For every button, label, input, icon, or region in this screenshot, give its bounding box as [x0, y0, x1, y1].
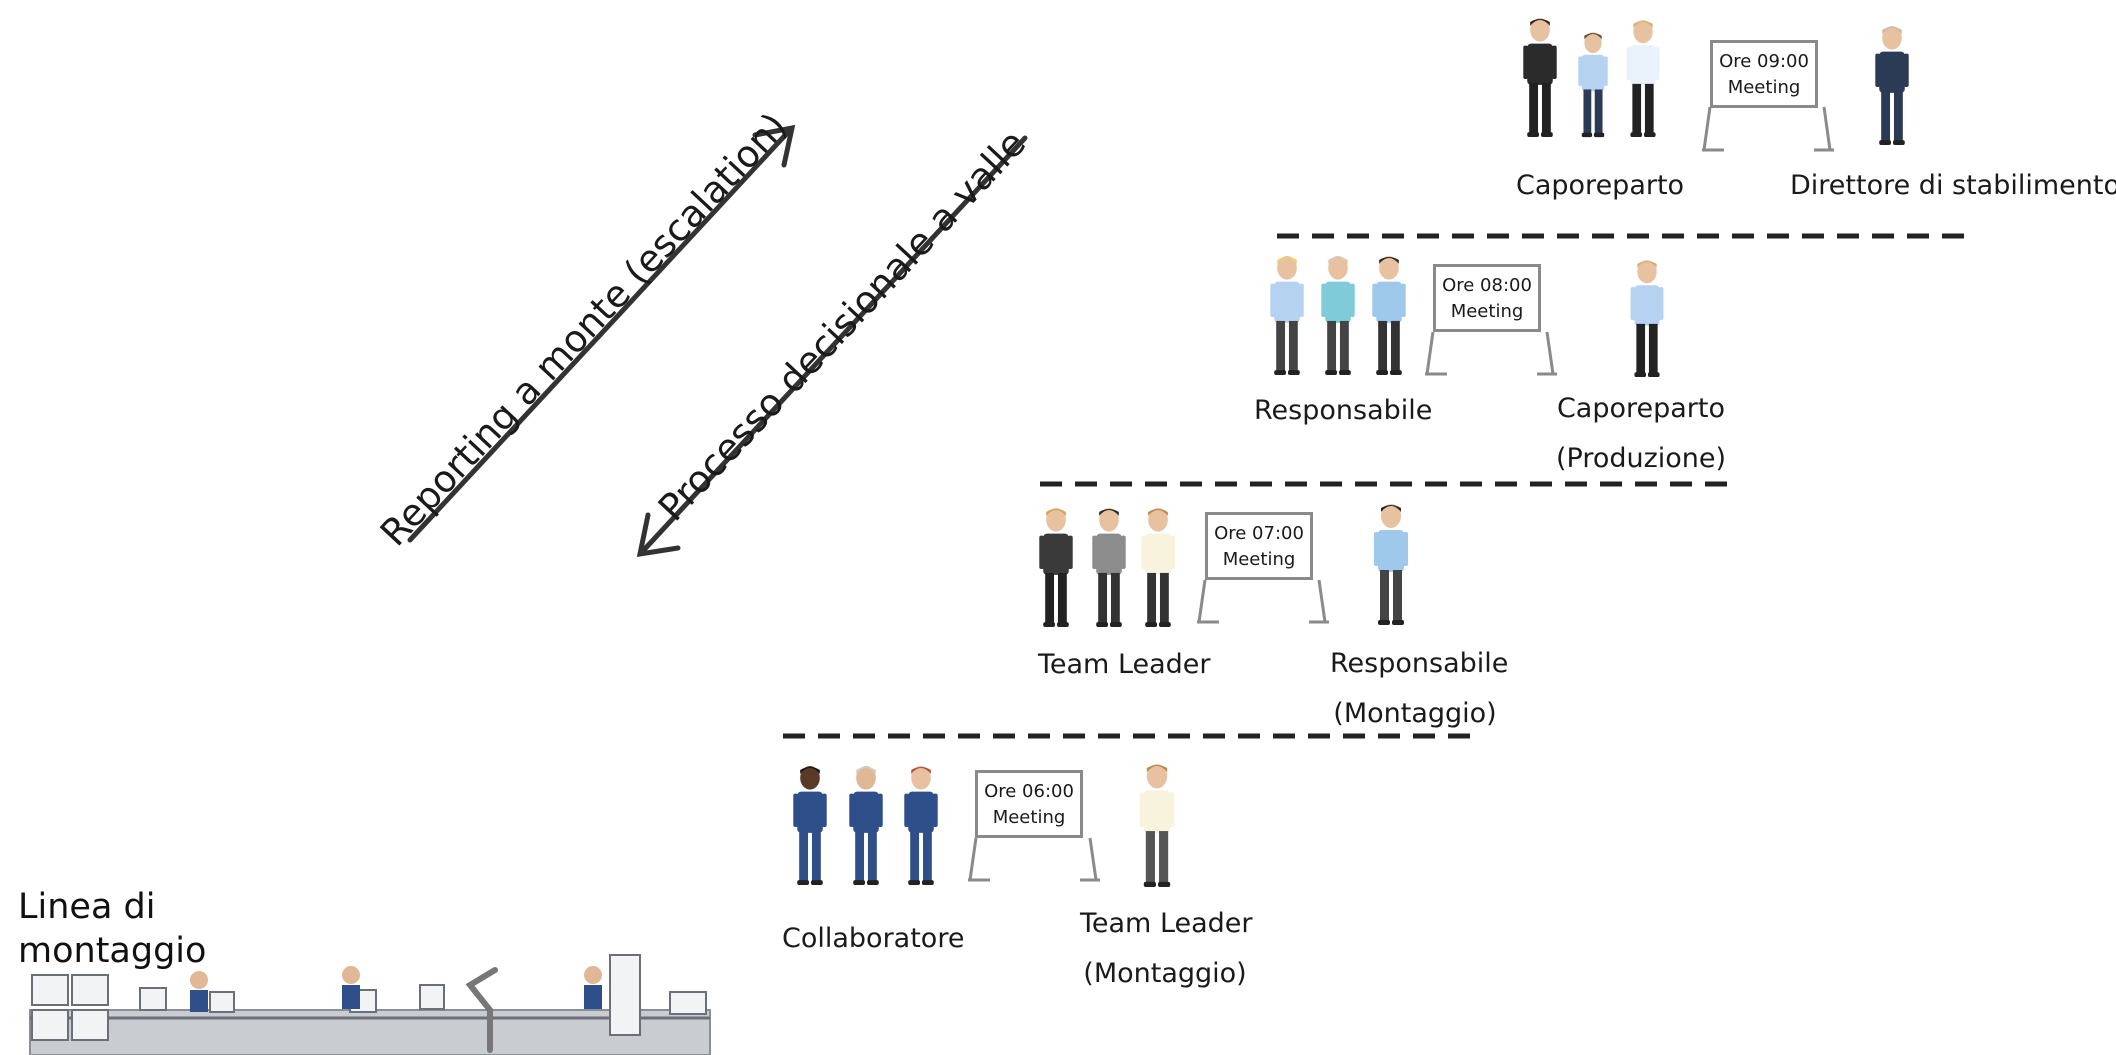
person-caporeparto-1 — [1523, 18, 1557, 138]
person-team-leader-montaggio — [1139, 763, 1175, 887]
board-time: Ore 08:00 — [1442, 275, 1532, 296]
meeting-board-0900: Ore 09:00 Meeting — [1710, 40, 1818, 108]
person-collaboratore-1 — [793, 766, 827, 886]
person-caporeparto-3 — [1626, 20, 1660, 138]
lead-label-team-leader: Team Leader(Montaggio) — [1080, 908, 1253, 989]
lead-label-caporeparto: Caporeparto(Produzione) — [1556, 393, 1727, 474]
board-stand-1 — [968, 837, 1100, 882]
person-team-leader-2 — [1092, 508, 1126, 628]
board-stand-4 — [1702, 106, 1834, 152]
group-label-caporeparto: Caporeparto — [1516, 170, 1685, 201]
meeting-board-0700: Ore 07:00 Meeting — [1205, 512, 1313, 580]
board-stand-3 — [1425, 331, 1557, 376]
person-responsabile-montaggio — [1374, 504, 1408, 625]
person-direttore — [1875, 26, 1909, 146]
person-caporeparto-produzione — [1630, 260, 1664, 378]
group-label-collaboratore: Collaboratore — [782, 923, 965, 954]
person-team-leader-1 — [1039, 508, 1073, 628]
person-responsabile-2 — [1321, 256, 1355, 376]
person-responsabile-3 — [1372, 256, 1406, 376]
lead-label-direttore: Direttore di stabilimento — [1790, 170, 2116, 201]
arrow-down — [636, 135, 1028, 558]
person-collaboratore-2 — [849, 766, 883, 886]
board-time: Ore 07:00 — [1214, 523, 1304, 544]
group-label-responsabile: Responsabile — [1254, 395, 1433, 426]
board-time: Ore 09:00 — [1719, 51, 1809, 72]
person-caporeparto-2 — [1578, 32, 1608, 138]
meeting-board-0800: Ore 08:00 Meeting — [1433, 264, 1541, 332]
person-responsabile-1 — [1270, 256, 1304, 376]
person-collaboratore-3 — [904, 766, 938, 886]
group-label-team-leader: Team Leader — [1038, 649, 1211, 680]
board-title: Meeting — [992, 807, 1066, 828]
assembly-line-title: Linea di montaggio — [18, 887, 207, 971]
person-team-leader-3 — [1141, 508, 1175, 628]
board-title: Meeting — [1450, 301, 1524, 322]
board-title: Meeting — [1727, 77, 1801, 98]
meeting-board-0600: Ore 06:00 Meeting — [975, 770, 1083, 838]
board-stand-2 — [1197, 579, 1329, 624]
board-title: Meeting — [1222, 549, 1296, 570]
assembly-line-illustration — [29, 954, 711, 1055]
lead-label-responsabile: Responsabile(Montaggio) — [1330, 648, 1509, 729]
board-time: Ore 06:00 — [984, 781, 1074, 802]
arrow-up — [407, 124, 796, 543]
